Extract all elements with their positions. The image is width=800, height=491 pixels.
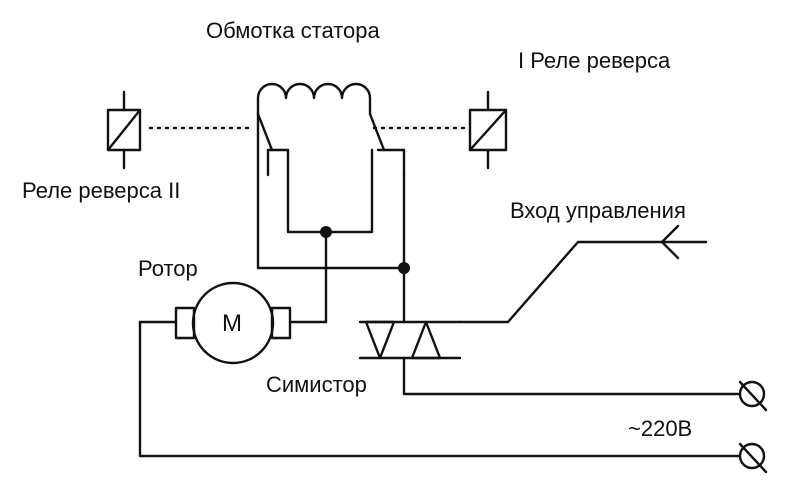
- motor-symbol-label: M: [222, 310, 242, 337]
- control-input-line: [458, 224, 708, 324]
- junction-node-lower: [398, 262, 410, 274]
- reverse-relay-2-contact: [256, 112, 290, 177]
- triac-label: Симистор: [266, 372, 367, 397]
- mains-terminal-upper: [738, 380, 768, 412]
- inner-winding-wires: [256, 112, 406, 324]
- junction-node-upper: [320, 226, 332, 238]
- triac-symbol: [358, 320, 462, 396]
- reverse-relay-1-contact: [368, 112, 406, 177]
- reverse-relay-1-label: I Реле реверса: [518, 48, 671, 73]
- control-input-label: Вход управления: [510, 198, 686, 223]
- rotor-motor: [138, 281, 292, 365]
- reverse-relay-2-label: Реле реверса II: [22, 178, 181, 203]
- stator-winding-coil: [256, 82, 372, 116]
- rotor-label: Ротор: [138, 256, 198, 281]
- mains-voltage-label: ~220В: [628, 416, 693, 441]
- reverse-relay-1-coil: [468, 90, 508, 170]
- mains-lines: [138, 320, 740, 458]
- mains-terminal-lower: [738, 442, 768, 474]
- stator-winding-label: Обмотка статора: [206, 18, 380, 43]
- reverse-relay-2-coil: [106, 90, 142, 170]
